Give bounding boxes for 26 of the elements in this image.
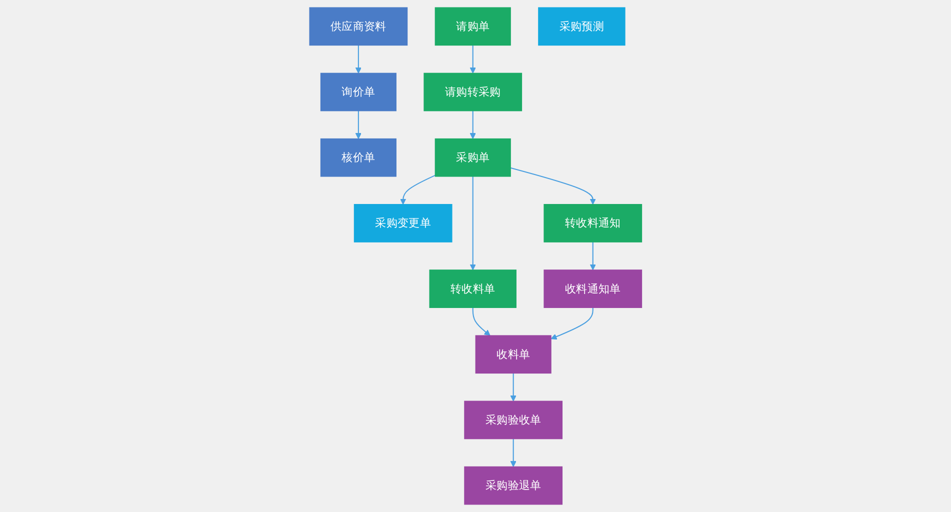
arrow (510, 167, 596, 205)
node-box: 采购单 (434, 138, 511, 177)
arrow (550, 308, 594, 340)
arrow (355, 110, 362, 140)
node-box: 采购预测 (538, 7, 626, 46)
arrow (472, 308, 490, 336)
arrow (510, 438, 516, 467)
node-box: 转收料单 (429, 270, 516, 308)
node-box: 采购验收单 (464, 400, 562, 440)
node-box: 询价单 (320, 72, 396, 112)
node-box: 收料单 (475, 335, 552, 374)
arrow (590, 242, 596, 270)
node-box: 采购变更单 (354, 204, 452, 242)
arrow (510, 373, 516, 402)
node-box: 核价单 (320, 138, 396, 177)
node-box: 请购单 (434, 7, 511, 46)
node-box: 供应商资料 (309, 7, 408, 46)
node-box: 收料通知单 (544, 270, 642, 308)
arrow (470, 110, 476, 140)
arrow (470, 45, 476, 74)
arrow (470, 176, 476, 270)
node-box: 转收料通知 (544, 204, 642, 242)
arrow (355, 45, 362, 74)
arrow (400, 174, 436, 205)
node-box: 采购验退单 (464, 466, 562, 505)
node-box: 请购转采购 (424, 72, 522, 112)
